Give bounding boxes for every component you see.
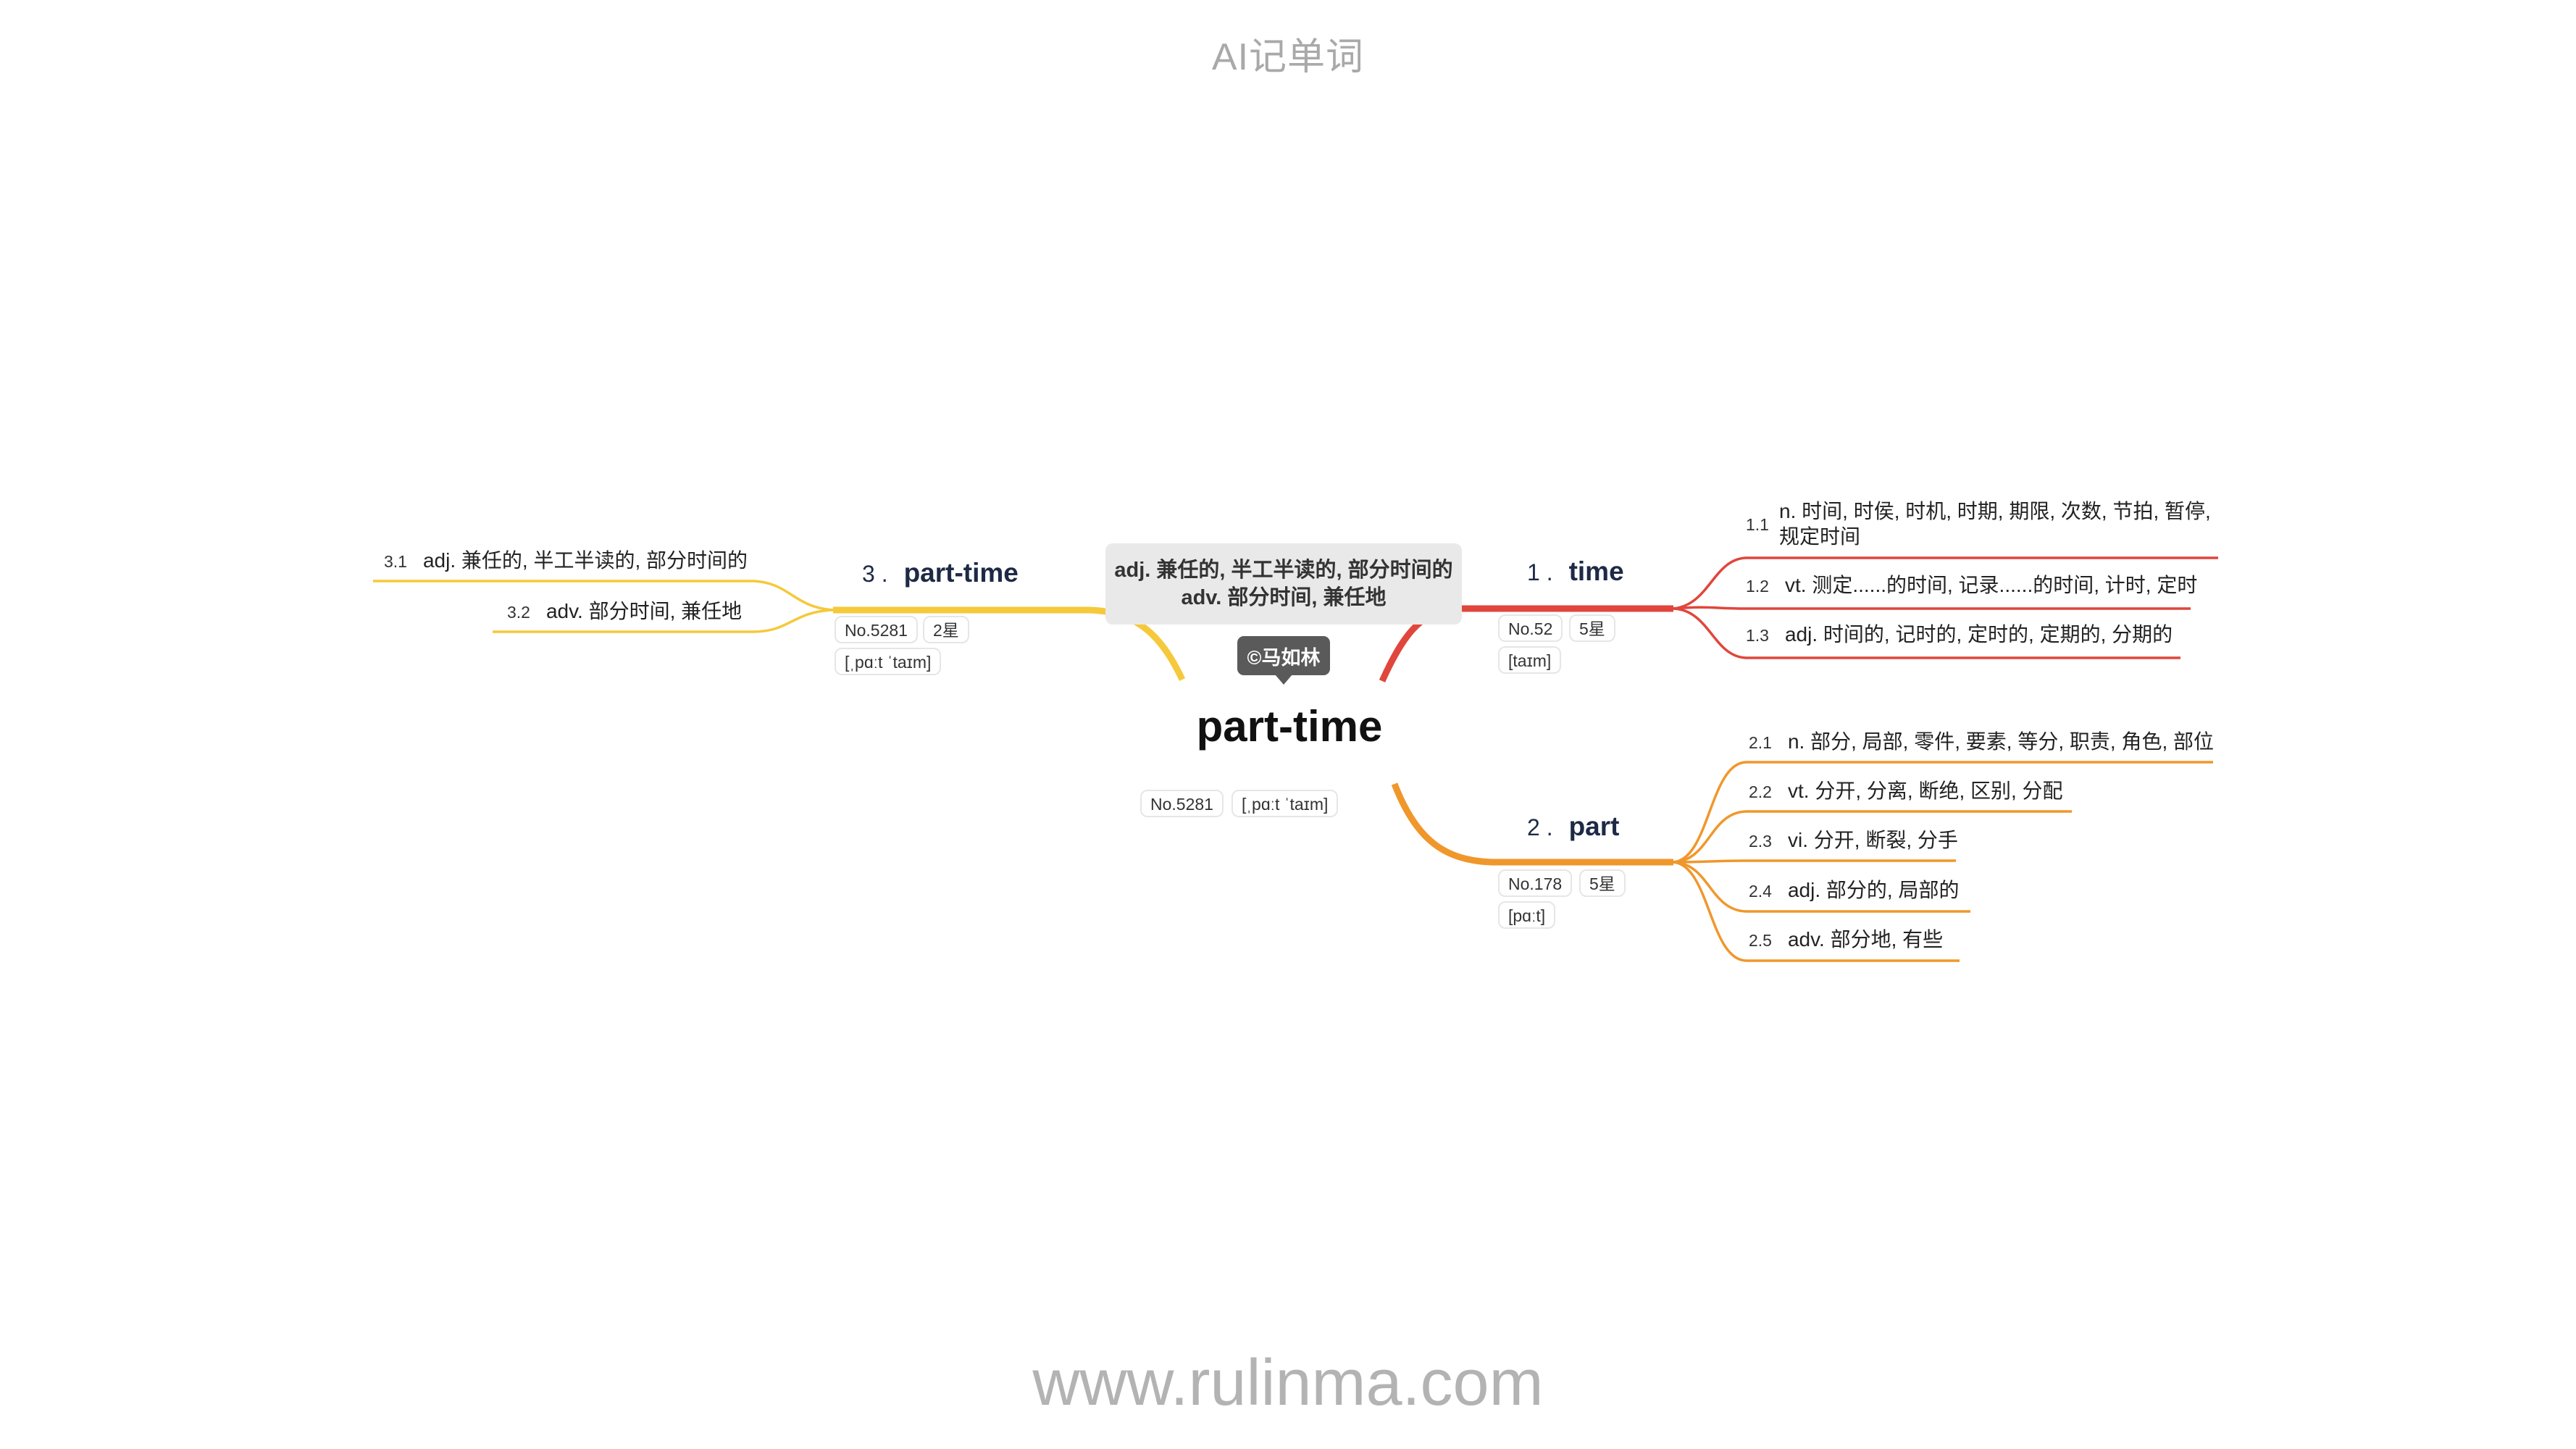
meaning-text: adj. 兼任的, 半工半读的, 部分时间的 (422, 549, 748, 572)
meaning-2-3: 2.3 vi. 分开, 断裂, 分手 (1749, 827, 1958, 854)
meaning-1-3: 1.3 adj. 时间的, 记时的, 定时的, 定期的, 分期的 (1746, 622, 2173, 648)
meaning-number: 2.3 (1749, 832, 1772, 851)
meaning-number: 1.3 (1746, 626, 1769, 645)
meaning-number: 2.2 (1749, 782, 1772, 801)
connector-part-time-3-2 (493, 609, 834, 633)
meaning-number: 1.2 (1746, 577, 1769, 596)
branch-title-part-time[interactable]: 3 . part-time (862, 558, 1019, 588)
meaning-3-1: 3.1 adj. 兼任的, 半工半读的, 部分时间的 (384, 548, 748, 575)
meaning-2-5: 2.5 adv. 部分地, 有些 (1749, 927, 1943, 953)
connector-part-time-3-1 (373, 580, 834, 611)
meaning-2-4: 2.4 adj. 部分的, 局部的 (1749, 877, 1959, 904)
branch-word: time (1568, 556, 1624, 586)
connector-part-2-2 (1673, 810, 2072, 864)
meaning-text: adj. 时间的, 记时的, 定时的, 定期的, 分期的 (1784, 623, 2173, 646)
app-title: AI记单词 (1211, 36, 1365, 78)
meaning-text: adv. 部分地, 有些 (1787, 928, 1944, 951)
root-number-tag: No.5281 (1140, 790, 1224, 817)
connector-part-2-4 (1673, 861, 1970, 913)
meaning-text: adj. 部分的, 局部的 (1787, 879, 1960, 901)
branch-title-part[interactable]: 2 . part (1527, 811, 1619, 842)
connector-root-part (1391, 782, 1673, 866)
connector-part-2-1 (1673, 761, 2213, 864)
branch-index: 2 . (1527, 814, 1553, 840)
connector-time-1-3 (1673, 607, 2180, 659)
meaning-text: n. 时间, 时侯, 时机, 时期, 期限, 次数, 节拍, 暂停, 规定时间 (1779, 500, 2211, 548)
root-gloss-box: adj. 兼任的, 半工半读的, 部分时间的 adv. 部分时间, 兼任地 (1105, 543, 1462, 625)
connector-part-2-3 (1673, 859, 1956, 864)
meaning-3-2: 3.2 adv. 部分时间, 兼任地 (507, 598, 742, 625)
meaning-number: 2.4 (1749, 882, 1772, 901)
meaning-2-1: 2.1 n. 部分, 局部, 零件, 要素, 等分, 职责, 角色, 部位 (1749, 729, 2214, 756)
connector-part-2-5 (1673, 861, 1960, 962)
connector-root-part-time (833, 606, 1186, 681)
meaning-text: n. 部分, 局部, 零件, 要素, 等分, 职责, 角色, 部位 (1787, 730, 2215, 753)
meaning-1-2: 1.2 vt. 测定......的时间, 记录......的时间, 计时, 定时 (1746, 572, 2197, 599)
part-time-phonetic-tag: [ˌpɑːt ˈtaɪm] (835, 648, 942, 675)
meaning-number: 2.5 (1749, 931, 1772, 950)
time-number-tag: No.52 (1498, 614, 1563, 642)
root-word[interactable]: part-time (1196, 702, 1383, 751)
meaning-number: 3.2 (507, 603, 530, 622)
meaning-number: 1.1 (1746, 515, 1769, 534)
time-stars-tag: 5星 (1569, 614, 1615, 642)
meaning-text: vt. 分开, 分离, 断绝, 区别, 分配 (1787, 780, 2063, 802)
time-phonetic-tag: [taɪm] (1498, 646, 1562, 674)
meaning-2-2: 2.2 vt. 分开, 分离, 断绝, 区别, 分配 (1749, 778, 2063, 805)
part-stars-tag: 5星 (1579, 869, 1626, 897)
meaning-text: vi. 分开, 断裂, 分手 (1787, 829, 1958, 851)
branch-index: 3 . (862, 561, 888, 587)
root-phonetic-tag: [ˌpɑːt ˈtaɪm] (1231, 790, 1339, 817)
connector-time-1-2 (1673, 606, 2191, 610)
meaning-number: 3.1 (384, 552, 407, 571)
watermark-badge: ©马如林 (1237, 636, 1330, 685)
branch-word: part-time (903, 558, 1019, 588)
part-phonetic-tag: [pɑːt] (1498, 901, 1556, 929)
site-url[interactable]: www.rulinma.com (1032, 1347, 1544, 1419)
meaning-number: 2.1 (1749, 733, 1772, 752)
connector-time-1-1 (1673, 556, 2218, 610)
root-gloss-line2: adv. 部分时间, 兼任地 (1181, 586, 1387, 609)
root-gloss-line1: adj. 兼任的, 半工半读的, 部分时间的 (1114, 559, 1453, 582)
branch-title-time[interactable]: 1 . time (1527, 556, 1624, 587)
part-time-stars-tag: 2星 (923, 616, 969, 643)
meaning-1-1: 1.1 n. 时间, 时侯, 时机, 时期, 期限, 次数, 节拍, 暂停, 规… (1746, 498, 2217, 549)
part-time-number-tag: No.5281 (835, 616, 918, 643)
meaning-text: adv. 部分时间, 兼任地 (545, 600, 743, 622)
branch-index: 1 . (1527, 559, 1553, 585)
part-number-tag: No.178 (1498, 869, 1573, 897)
branch-word: part (1568, 811, 1620, 841)
meaning-text: vt. 测定......的时间, 记录......的时间, 计时, 定时 (1784, 574, 2198, 596)
